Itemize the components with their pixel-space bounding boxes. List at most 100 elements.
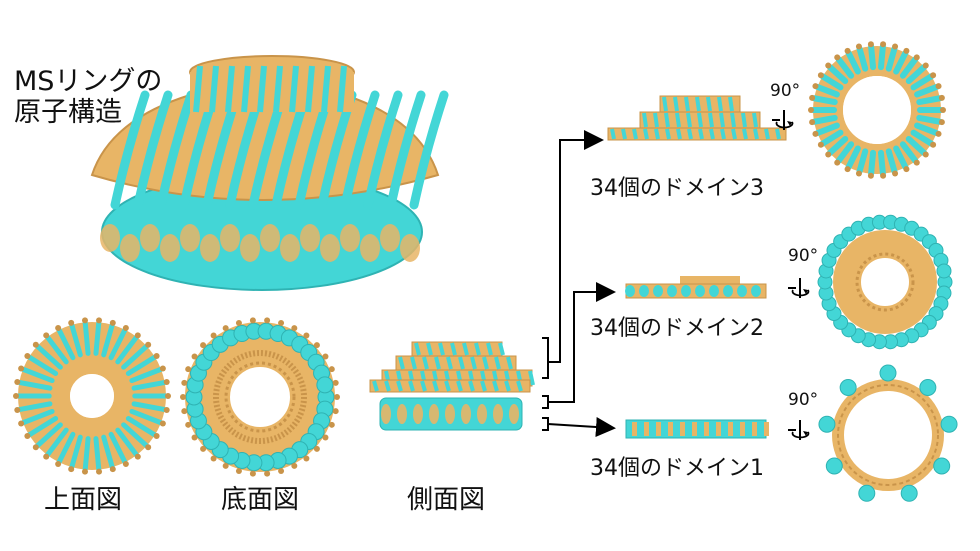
ring-tooth xyxy=(278,468,285,475)
side-stripe xyxy=(492,380,499,392)
slab-stripe xyxy=(653,112,659,128)
slab-stripe xyxy=(686,112,692,128)
ring2-hole xyxy=(863,260,907,304)
ring-tooth xyxy=(935,130,942,137)
ring-stripe xyxy=(26,354,59,376)
arrow-to-domain1 xyxy=(547,417,616,437)
ring-tooth xyxy=(159,420,166,427)
slab-patch xyxy=(639,285,649,297)
domain-arrows xyxy=(547,130,616,437)
ring-inner-texture xyxy=(855,252,915,312)
rotation-arrowhead xyxy=(787,121,792,126)
ring-tooth xyxy=(24,352,31,359)
lower-patch xyxy=(300,224,320,252)
slab-stripe xyxy=(621,128,627,140)
ring-stripe xyxy=(16,379,53,391)
ring-tooth xyxy=(145,444,152,451)
lower-patch xyxy=(200,234,220,262)
ring-tooth xyxy=(834,54,841,61)
ring-tooth xyxy=(165,393,171,399)
ring-tooth xyxy=(880,172,887,179)
ring-tooth xyxy=(867,41,874,48)
domain2-top-ring xyxy=(817,214,953,350)
slab-stripe xyxy=(764,128,770,140)
ring-tooth xyxy=(825,62,832,69)
ring-tooth xyxy=(191,434,198,441)
domain3-top-ring xyxy=(808,41,946,179)
flare-stripe xyxy=(340,90,380,210)
slab-patch xyxy=(644,422,649,436)
slab-patch xyxy=(723,285,733,297)
ring-stripe xyxy=(82,319,91,356)
slab-patch xyxy=(653,285,663,297)
ring1-blob xyxy=(933,457,951,475)
bottom-view-inner-ring xyxy=(213,350,307,444)
slab-patch xyxy=(625,285,635,297)
ring-tooth xyxy=(332,408,339,415)
lower-patch xyxy=(400,234,420,262)
slab-stripe xyxy=(717,96,723,112)
side-stripe xyxy=(456,380,463,392)
ring-tooth xyxy=(185,366,192,373)
ring-stripe xyxy=(905,135,928,157)
ring1-blob xyxy=(940,415,958,433)
rotation-arc xyxy=(775,121,794,129)
bottom-view-ring xyxy=(180,317,340,477)
ring-tooth xyxy=(109,466,116,473)
ring-stripe xyxy=(16,401,53,413)
slab-stripe xyxy=(731,128,737,140)
ring-stripe xyxy=(905,63,928,85)
slab-stripe xyxy=(687,128,693,140)
side-stripe xyxy=(474,342,481,356)
lower-patch xyxy=(240,234,260,262)
slab-stripe xyxy=(697,112,703,128)
ring-tooth xyxy=(96,468,103,475)
ring-tooth xyxy=(163,379,170,386)
ring-tooth xyxy=(867,172,874,179)
ring-tooth xyxy=(153,352,160,359)
domain3-side-slab xyxy=(607,95,787,141)
ring-stripe xyxy=(893,145,909,171)
ring-tooth xyxy=(930,72,937,79)
ms-ring-3d-model xyxy=(90,55,449,291)
slab-patch xyxy=(764,422,769,436)
ring-stripe xyxy=(125,354,158,376)
ring-tooth xyxy=(185,421,192,428)
ring-tooth xyxy=(264,317,271,324)
ring-tooth xyxy=(222,325,229,332)
ring-stripe xyxy=(868,43,877,71)
rotation-arrowhead xyxy=(803,431,808,436)
ring-tooth xyxy=(913,159,920,166)
slab-stripe xyxy=(775,128,781,140)
ring-tooth xyxy=(892,43,899,50)
ring-tooth xyxy=(200,342,207,349)
side-stripe xyxy=(458,356,465,370)
ring-tooth xyxy=(322,353,329,360)
ring-tooth xyxy=(334,394,340,400)
ring-stripe xyxy=(910,129,935,147)
ring-stripe xyxy=(845,49,861,75)
domain3-label: 34個のドメイン3 xyxy=(590,176,764,201)
ring-tooth xyxy=(809,119,816,126)
top-stripe xyxy=(337,65,347,113)
lower-patch xyxy=(140,224,160,252)
ring-stripe xyxy=(845,145,861,171)
side-stripe xyxy=(398,356,405,370)
slab-stripe xyxy=(664,112,670,128)
side-stripe xyxy=(480,380,487,392)
ring-inner-texture xyxy=(224,361,296,433)
domain-brackets xyxy=(542,337,549,431)
side-lower-patch xyxy=(429,404,439,424)
domain2-label: 34個のドメイン2 xyxy=(590,316,764,341)
ring-tooth xyxy=(892,170,899,177)
ring-tooth xyxy=(145,341,152,348)
side-stripe xyxy=(470,356,477,370)
ring-tooth xyxy=(332,379,339,386)
lower-patch xyxy=(360,234,380,262)
side-view-label: 側面図 xyxy=(407,485,486,515)
ring-stripe xyxy=(129,366,164,384)
ring-stripe xyxy=(877,149,886,177)
side-stripe xyxy=(498,342,505,356)
ring-stripe xyxy=(56,327,76,361)
rotation-label-3: 90° xyxy=(770,81,801,101)
